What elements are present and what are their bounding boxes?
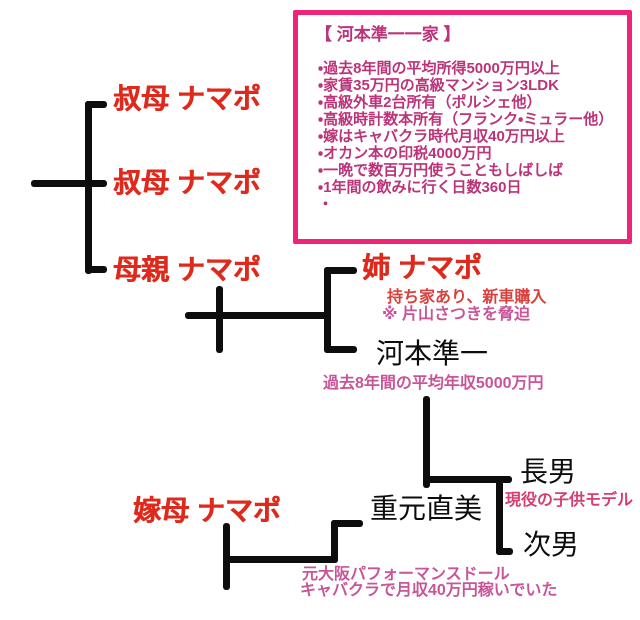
node-aunt1: 叔母 ナマポ [113,83,261,114]
tree-line-wife-branch [331,520,363,527]
node-wife: 重元直美 [370,494,483,525]
tree-line-son2-branch [496,548,513,555]
kawamoto-note: 過去8年間の平均年収5000万円 [323,375,544,392]
tree-line-left-bottom-branch [85,266,107,273]
node-sister: 姉 ナマポ [362,252,482,283]
node-son2: 次男 [523,530,580,561]
family-info-box: 【 河本準一一家 】 ・過去8年間の平均所得5000万円以上 ・家賃35万円の高… [293,10,632,244]
tree-line-left-cross-horizontal [31,180,107,187]
info-box-item: ・家賃35万円の高級マンション3LDK [318,77,559,94]
info-box-item: ・嫁はキャバクラ時代月収40万円以上 [318,128,565,145]
tree-line-couple-horizontal [185,312,331,319]
info-box-item-list: ・過去8年間の平均所得5000万円以上 ・家賃35万円の高級マンション3LDK … [318,60,627,213]
node-mother: 母親 ナマポ [113,254,261,285]
info-box-item: ・高級時計数本所有（フランク・ミュラー他） [318,111,614,128]
info-box-title: 【 河本準一一家 】 [315,25,461,44]
info-box-item: ・高級外車2台所有（ポルシェ他） [318,94,542,111]
sister-note-line2: ※ 片山さつきを脅迫 [382,306,531,323]
tree-line-mother-stub-vertical [216,286,223,353]
info-box-item: ・オカン本の印税4000万円 [318,145,492,162]
info-box-item: ・ [318,196,334,213]
tree-line-kawamoto-branch [324,346,357,353]
tree-line-left-vertical [85,101,92,274]
node-wife-mother: 嫁母 ナマポ [133,495,281,526]
tree-line-wife-up-vertical [331,520,338,563]
node-aunt2: 叔母 ナマポ [113,167,261,198]
info-box-item: ・1年間の飲みに行く日数360日 [318,179,522,196]
tree-line-children-vertical [496,476,503,555]
node-son1: 長男 [520,457,577,488]
sister-note-line1: 持ち家あり、新車購入 [387,289,547,306]
tree-line-sibling-bracket-vertical [324,267,331,353]
tree-line-sister-branch [324,267,357,274]
wife-note-line1: 元大阪パフォーマンスドール [302,566,510,583]
tree-line-children-horizontal [423,476,512,483]
node-kawamoto: 河本準一 [376,339,489,370]
tree-line-kawamoto-descent-vertical [423,396,430,488]
wife-note-line2: キャバクラで月収40万円稼いでいた [300,582,558,599]
info-box-item: ・過去8年間の平均所得5000万円以上 [318,60,560,77]
info-box-item: ・一晩で数百万円使うこともしばしば [318,162,564,179]
tree-line-wife-horizontal [223,556,338,563]
tree-line-left-top-branch [85,101,107,108]
son1-note: 現役の子供モデル [505,492,634,509]
